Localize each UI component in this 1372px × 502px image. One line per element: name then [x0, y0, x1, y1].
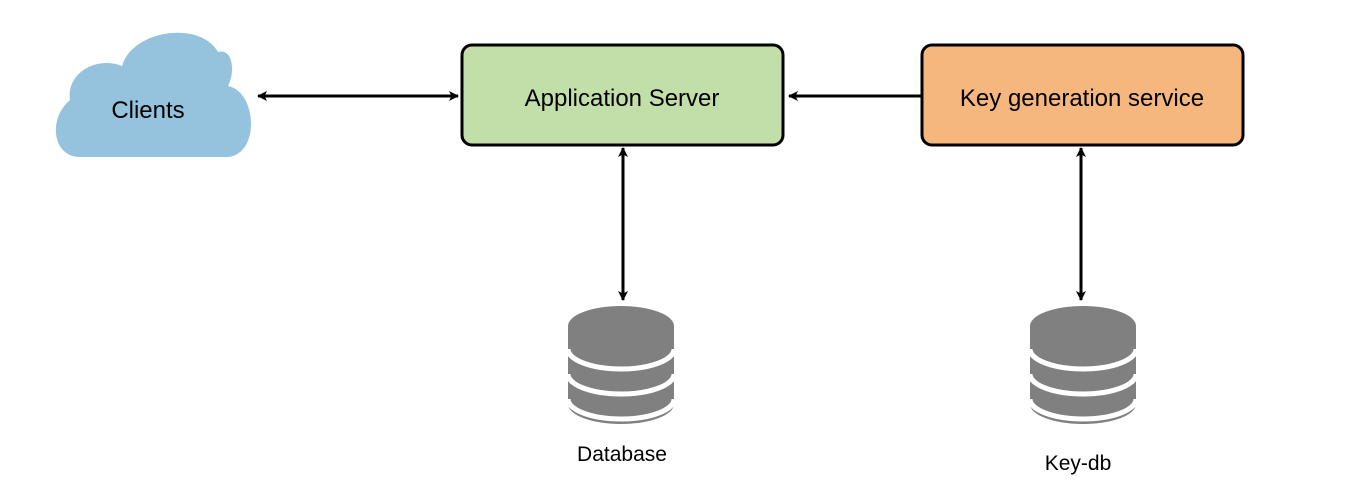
cloud-shape: [55, 32, 252, 157]
database-icon: [565, 306, 677, 424]
key-generation-service-label: Key generation service: [960, 85, 1204, 112]
database-node: Database: [565, 306, 677, 466]
cloud-icon: [55, 32, 252, 157]
key-generation-service-box: [920, 43, 1245, 147]
application-server-label: Application Server: [525, 85, 720, 112]
key-db-node: Key-db: [1027, 306, 1139, 475]
application-server-box: [460, 43, 785, 147]
clients-node: Clients: [55, 32, 252, 157]
application-server-node: Application Server: [460, 43, 785, 147]
key-db-label: Key-db: [1045, 452, 1112, 475]
database-icon: [1027, 306, 1139, 424]
database-label: Database: [577, 443, 667, 466]
clients-label: Clients: [111, 97, 184, 124]
key-generation-service-node: Key generation service: [920, 43, 1245, 147]
